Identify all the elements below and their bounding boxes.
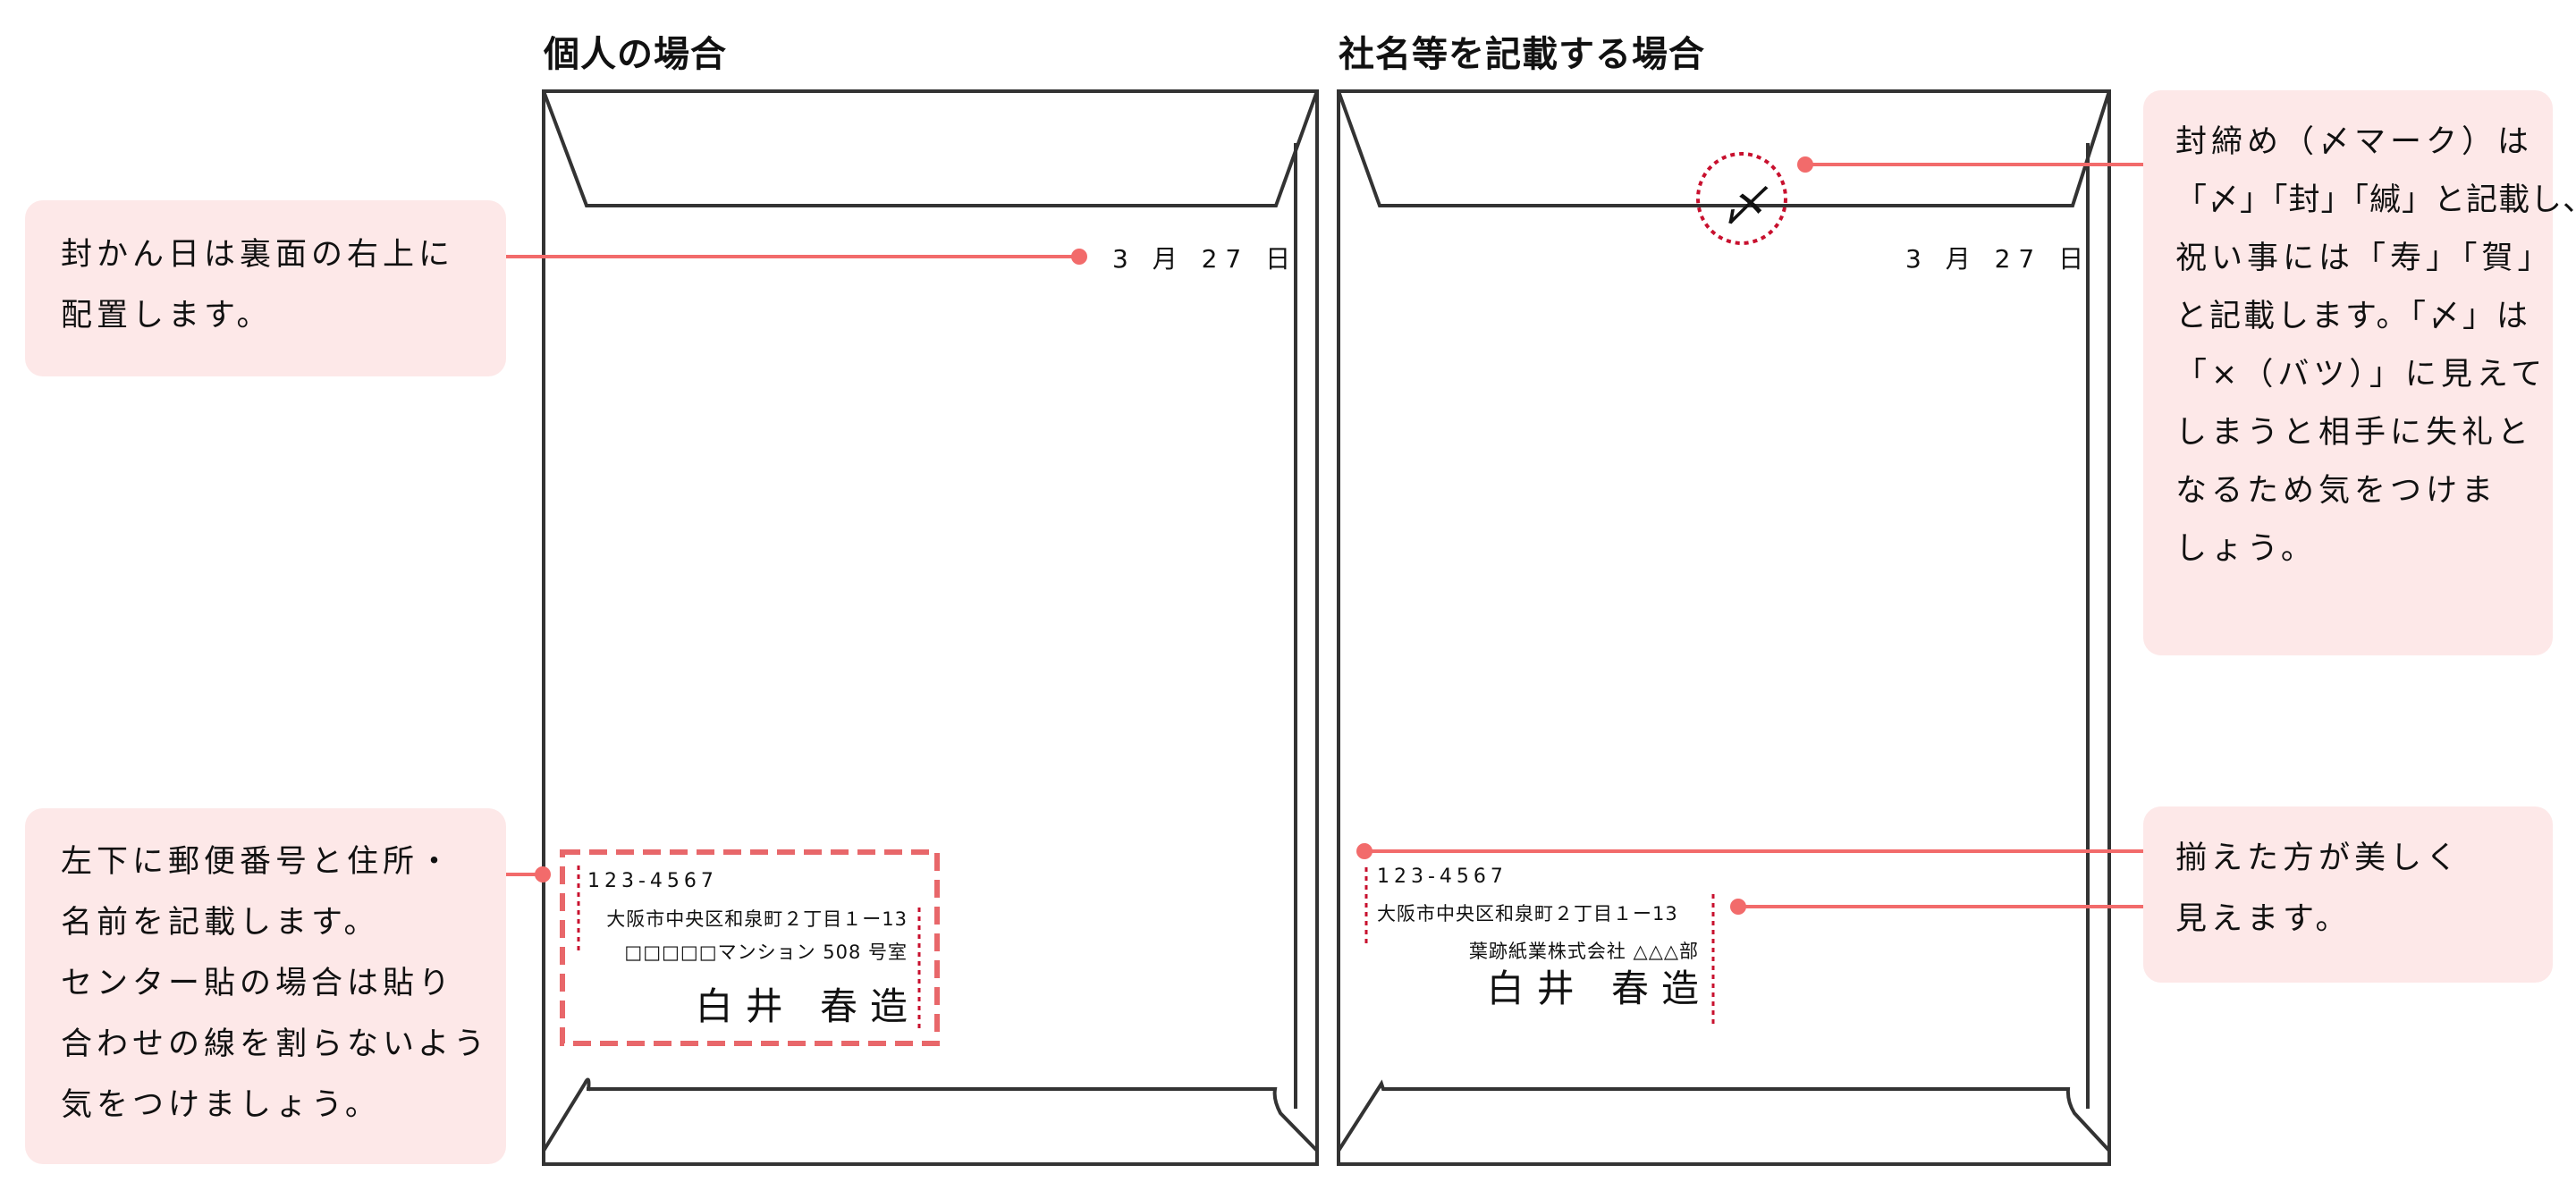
callout-date-note: 封かん日は裏面の右上に 配置します。 — [25, 200, 506, 376]
callout-text: なるため気をつけま — [2175, 473, 2498, 509]
callout-text: 封かん日は裏面の右上に — [61, 237, 455, 273]
sender-name: 白井 春造 — [695, 984, 920, 1028]
address-leader-dot — [535, 866, 551, 882]
address-area-dashed-box — [560, 849, 940, 1046]
seal-date: 3 月 27 日 — [1905, 244, 2092, 274]
callout-text: 見えます。 — [2175, 901, 2352, 937]
address-line: 大阪市中央区和泉町２丁目１ー13 — [1377, 903, 1678, 925]
align-leader-dot-left — [1356, 843, 1372, 859]
envelope-bottom-flap — [1337, 1079, 2111, 1153]
envelope-top-flap — [1337, 90, 2111, 207]
seal-leader-dot — [1797, 156, 1813, 173]
seal-date: 3 月 27 日 — [1112, 244, 1299, 274]
callout-text: 「〆」「封」「緘」と記載し、 — [2175, 182, 2576, 218]
callout-text: 封締め（〆マーク）は — [2175, 124, 2534, 160]
envelope-company — [1337, 89, 2111, 1166]
seal-highlight-circle — [1696, 152, 1787, 245]
seal-mark-icon: 〆 — [1721, 180, 1766, 232]
postal-code: 123-4567 — [1377, 865, 1508, 888]
section-title-company: 社名等を記載する場合 — [1339, 34, 1705, 75]
callout-text: 合わせの線を割らないよう — [61, 1026, 490, 1062]
callout-text: 気をつけましょう。 — [61, 1087, 381, 1123]
address-line: 大阪市中央区和泉町２丁目１ー13 — [606, 908, 908, 930]
callout-seal-note: 封締め（〆マーク）は 「〆」「封」「緘」と記載し、 祝い事には「寿」「賀」 と記… — [2143, 90, 2576, 655]
callout-align-note: 揃えた方が美しく 見えます。 — [2143, 806, 2553, 983]
callout-text: 「×（バツ）」に見えて — [2175, 357, 2547, 393]
envelope-body — [542, 89, 1319, 1166]
envelope-top-flap — [542, 90, 1319, 207]
callout-address-note: 左下に郵便番号と住所・ 名前を記載します。 センター貼の場合は貼り 合わせの線を… — [25, 808, 506, 1164]
callout-text: 祝い事には「寿」「賀」 — [2175, 241, 2554, 276]
callout-text: 揃えた方が美しく — [2175, 840, 2462, 876]
callout-text: しょう。 — [2175, 531, 2317, 567]
postal-code: 123-4567 — [587, 870, 718, 892]
callout-text: 配置します。 — [61, 298, 273, 334]
callout-text: しまうと相手に失礼と — [2175, 415, 2534, 451]
callout-text: 左下に郵便番号と住所・ — [61, 844, 455, 880]
callout-text: と記載します。「〆」は — [2175, 299, 2531, 334]
section-title-personal: 個人の場合 — [544, 34, 727, 75]
sender-name: 白井 春造 — [1486, 967, 1711, 1010]
envelope-personal — [542, 89, 1319, 1166]
envelope-bottom-flap — [542, 1077, 1319, 1153]
date-leader-dot — [1071, 249, 1087, 265]
building-line: □□□□□マンション 508 号室 — [624, 941, 908, 963]
callout-text: 名前を記載します。 — [61, 905, 380, 941]
callout-text: センター貼の場合は貼り — [61, 966, 455, 1001]
envelope-body — [1337, 89, 2111, 1166]
align-leader-dot-right — [1730, 899, 1746, 915]
company-line: 葉跡紙業株式会社 △△△部 — [1468, 941, 1699, 962]
